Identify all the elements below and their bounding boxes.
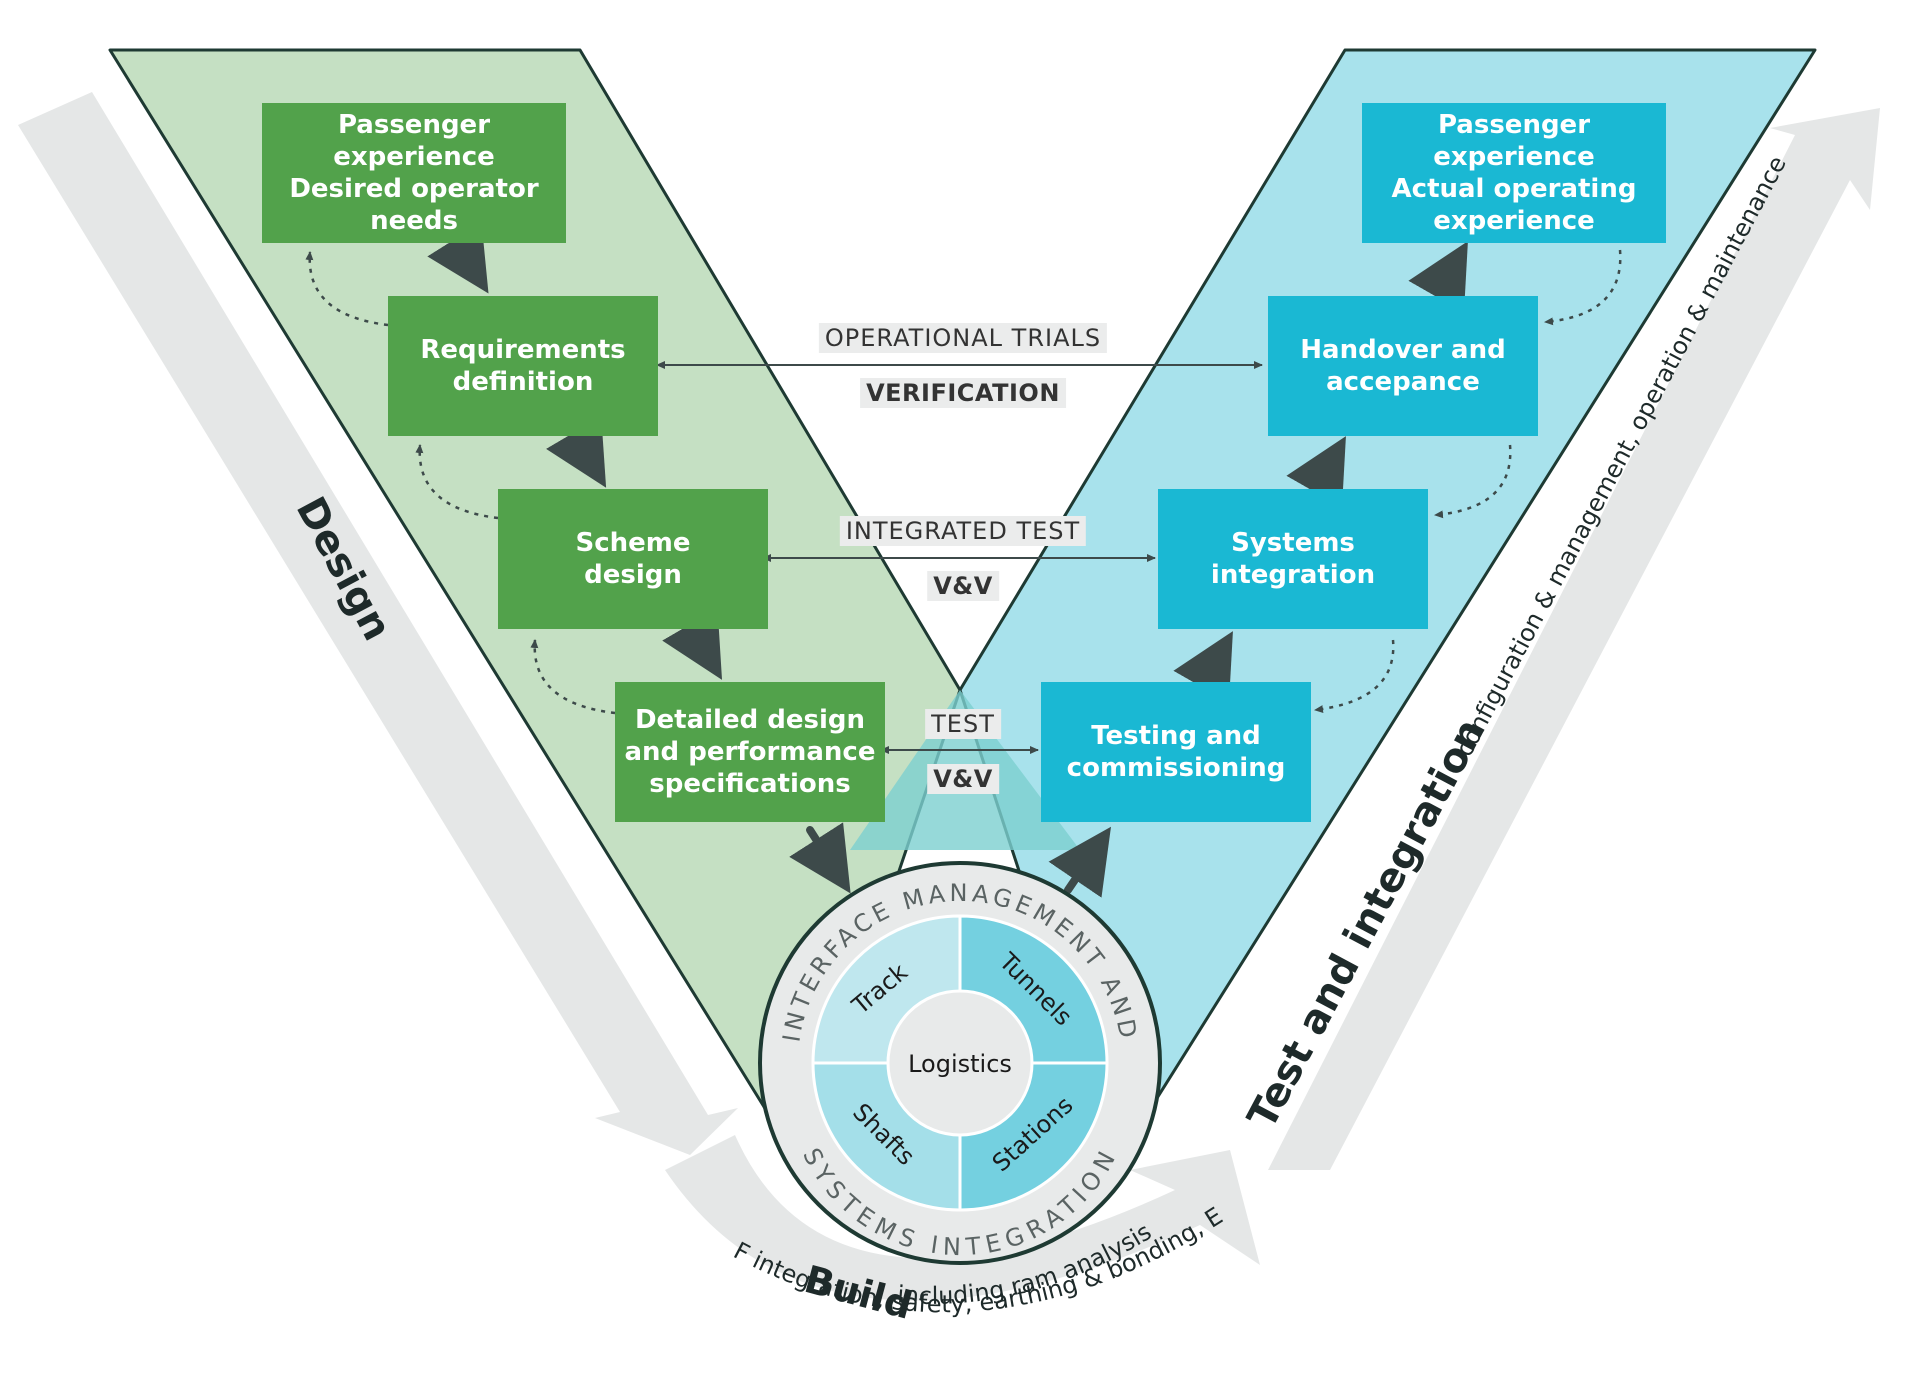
box-line: and performance [624, 737, 876, 767]
test-label: TEST [925, 709, 1001, 739]
box-handover-acceptance: Handover and accepance [1268, 296, 1538, 436]
mid-vv-label: V&V [927, 571, 999, 601]
box-line: Requirements [420, 335, 626, 365]
box-line: Detailed design [634, 705, 866, 735]
test-phase-arrow [1268, 108, 1880, 1170]
box-line: Testing and [1091, 721, 1261, 751]
box-systems-integration: Systems integration [1158, 489, 1428, 629]
build-phase-arrow [665, 1135, 1260, 1301]
box-line: Actual operating [1391, 174, 1637, 204]
box-testing-commissioning: Testing and commissioning [1041, 682, 1311, 822]
box-line: needs [370, 206, 458, 236]
low-vv-label: V&V [927, 764, 999, 794]
verification-links [656, 361, 1263, 754]
box-passenger-desired-needs: Passenger experience Desired operator ne… [262, 103, 566, 243]
box-requirements-definition: Requirements definition [388, 296, 658, 436]
verification-label: VERIFICATION [860, 378, 1066, 408]
box-line: Desired operator [289, 174, 539, 204]
box-line: design [584, 560, 682, 590]
integrated-test-label: INTEGRATED TEST [839, 516, 1087, 546]
box-line: accepance [1326, 367, 1480, 397]
box-line: Passenger experience [333, 110, 495, 172]
box-scheme-design: Scheme design [498, 489, 768, 629]
hub-center-label: Logistics [908, 1050, 1012, 1078]
box-line: Handover and [1300, 335, 1506, 365]
box-line: specifications [649, 769, 851, 799]
box-line: Scheme [575, 528, 691, 558]
box-line: integration [1210, 560, 1376, 590]
box-line: definition [452, 367, 594, 397]
interface-hub: Logistics Track Tunnels Shafts Stations … [758, 861, 1162, 1265]
box-line: commissioning [1066, 753, 1286, 783]
box-line: experience [1433, 206, 1595, 236]
box-detailed-design: Detailed design and performance specific… [615, 682, 885, 822]
box-passenger-actual-experience: Passenger experience Actual operating ex… [1362, 103, 1666, 243]
operational-trials-label: OPERATIONAL TRIALS [818, 323, 1108, 353]
design-phase-arrow [18, 92, 738, 1155]
box-line: Systems [1231, 528, 1355, 558]
flow-arrows [427, 222, 1468, 898]
box-line: Passenger experience [1433, 110, 1595, 172]
feedback-arrows [305, 249, 1622, 715]
